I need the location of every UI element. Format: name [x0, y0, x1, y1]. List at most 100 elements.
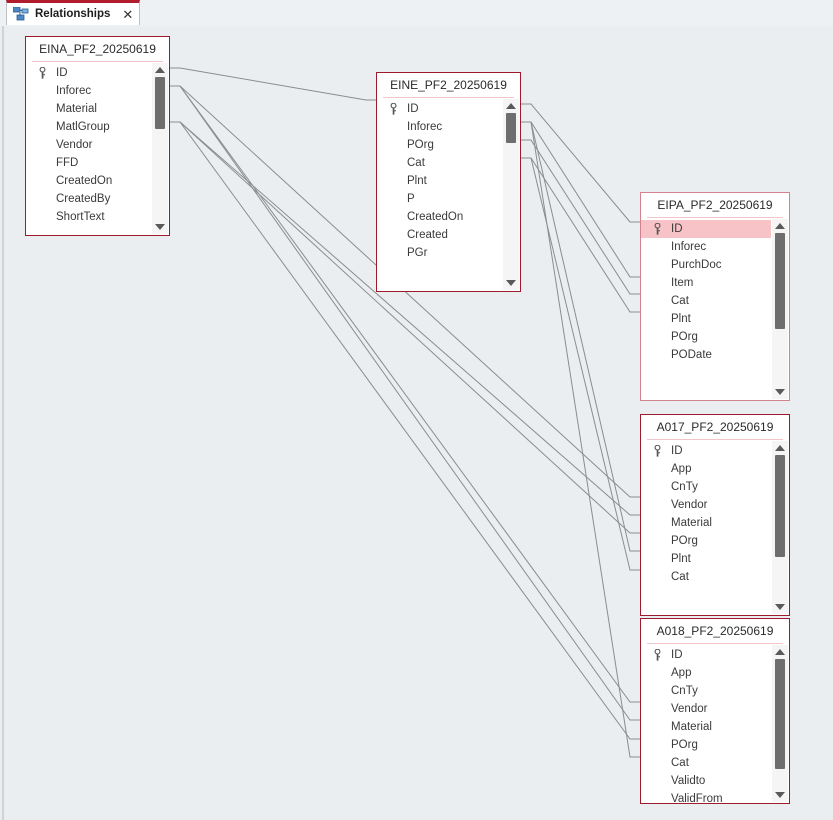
- field-row[interactable]: ID: [641, 442, 771, 460]
- field-row[interactable]: ID: [641, 646, 771, 664]
- field-row[interactable]: Validto: [641, 772, 771, 790]
- scroll-down-icon[interactable]: [772, 788, 788, 802]
- field-label: ID: [671, 223, 683, 235]
- field-row[interactable]: Vendor: [26, 136, 151, 154]
- field-row[interactable]: App: [641, 664, 771, 682]
- field-row[interactable]: Cat: [641, 754, 771, 772]
- scrollbar-thumb[interactable]: [775, 659, 785, 769]
- field-row[interactable]: MatlGroup: [26, 118, 151, 136]
- field-row[interactable]: Vendor: [641, 700, 771, 718]
- field-row[interactable]: Inforec: [26, 82, 151, 100]
- table-scrollbar[interactable]: [771, 645, 788, 802]
- field-row[interactable]: Material: [641, 718, 771, 736]
- field-row[interactable]: POrg: [641, 532, 771, 550]
- table-title[interactable]: A017_PF2_20250619: [656, 420, 774, 434]
- field-label: Cat: [407, 157, 425, 169]
- field-label: CreatedOn: [56, 175, 113, 187]
- table-title[interactable]: EINE_PF2_20250619: [390, 78, 507, 92]
- field-row[interactable]: ID: [641, 220, 771, 238]
- field-row[interactable]: CnTy: [641, 682, 771, 700]
- scroll-up-icon[interactable]: [772, 219, 788, 233]
- field-row[interactable]: Plnt: [641, 310, 771, 328]
- relationship-line[interactable]: [170, 67, 376, 101]
- relationship-line[interactable]: [521, 157, 640, 571]
- field-row[interactable]: CnTy: [641, 478, 771, 496]
- table-title-separator: [647, 217, 783, 218]
- field-row[interactable]: Cat: [377, 154, 502, 172]
- scrollbar-thumb[interactable]: [775, 233, 785, 329]
- table-scrollbar[interactable]: [771, 219, 788, 399]
- primary-key-icon: [390, 102, 397, 115]
- scroll-down-icon[interactable]: [503, 276, 519, 290]
- field-row[interactable]: PGr: [377, 244, 502, 262]
- relationship-line[interactable]: [521, 103, 640, 223]
- scroll-down-icon[interactable]: [152, 220, 168, 234]
- field-row[interactable]: Item: [641, 274, 771, 292]
- table-title[interactable]: EINA_PF2_20250619: [39, 42, 156, 56]
- scroll-down-icon[interactable]: [772, 600, 788, 614]
- scrollbar-thumb[interactable]: [155, 77, 165, 129]
- tab-relationships[interactable]: Relationships ✕: [6, 0, 141, 25]
- scroll-up-icon[interactable]: [152, 63, 168, 77]
- field-row[interactable]: POrg: [641, 736, 771, 754]
- field-row[interactable]: Plnt: [377, 172, 502, 190]
- field-row[interactable]: ID: [26, 64, 151, 82]
- relationship-line[interactable]: [521, 121, 640, 758]
- field-row[interactable]: Cat: [641, 568, 771, 586]
- field-row[interactable]: POrg: [377, 136, 502, 154]
- table-title[interactable]: EIPA_PF2_20250619: [657, 198, 773, 212]
- field-label: App: [671, 463, 692, 475]
- table-scrollbar[interactable]: [151, 63, 168, 234]
- field-row[interactable]: Material: [641, 514, 771, 532]
- field-row[interactable]: FFD: [26, 154, 151, 172]
- field-row[interactable]: PODate: [641, 346, 771, 364]
- field-row[interactable]: POrg: [641, 328, 771, 346]
- scrollbar-thumb[interactable]: [506, 113, 516, 143]
- field-label: FFD: [56, 157, 79, 169]
- field-label: CnTy: [671, 481, 698, 493]
- field-row[interactable]: Created: [377, 226, 502, 244]
- field-row[interactable]: ShortText: [26, 208, 151, 226]
- field-row[interactable]: P: [377, 190, 502, 208]
- table-scrollbar[interactable]: [502, 99, 519, 290]
- scrollbar-thumb[interactable]: [775, 455, 785, 557]
- field-row[interactable]: CreatedBy: [26, 190, 151, 208]
- field-row[interactable]: Plnt: [641, 550, 771, 568]
- scroll-up-icon[interactable]: [772, 441, 788, 455]
- scroll-up-icon[interactable]: [503, 99, 519, 113]
- field-row[interactable]: Inforec: [641, 238, 771, 256]
- field-row[interactable]: ValidFrom: [641, 790, 771, 803]
- table-scrollbar[interactable]: [771, 441, 788, 614]
- field-row[interactable]: Inforec: [377, 118, 502, 136]
- field-label: CreatedBy: [56, 193, 111, 205]
- scroll-down-icon[interactable]: [772, 385, 788, 399]
- relationship-line[interactable]: [521, 157, 640, 313]
- field-row[interactable]: Vendor: [641, 496, 771, 514]
- field-row[interactable]: Material: [26, 100, 151, 118]
- field-row[interactable]: Cat: [641, 292, 771, 310]
- relationship-line[interactable]: [521, 121, 640, 552]
- field-row[interactable]: ID: [377, 100, 502, 118]
- relationship-line[interactable]: [521, 121, 640, 278]
- field-row[interactable]: CreatedOn: [377, 208, 502, 226]
- relationship-line[interactable]: [521, 139, 640, 295]
- table-title[interactable]: A018_PF2_20250619: [656, 624, 774, 638]
- field-row[interactable]: App: [641, 460, 771, 478]
- close-icon[interactable]: ✕: [122, 6, 134, 22]
- scroll-up-icon[interactable]: [772, 645, 788, 659]
- field-row[interactable]: PurchDoc: [641, 256, 771, 274]
- field-row[interactable]: CreatedOn: [26, 172, 151, 190]
